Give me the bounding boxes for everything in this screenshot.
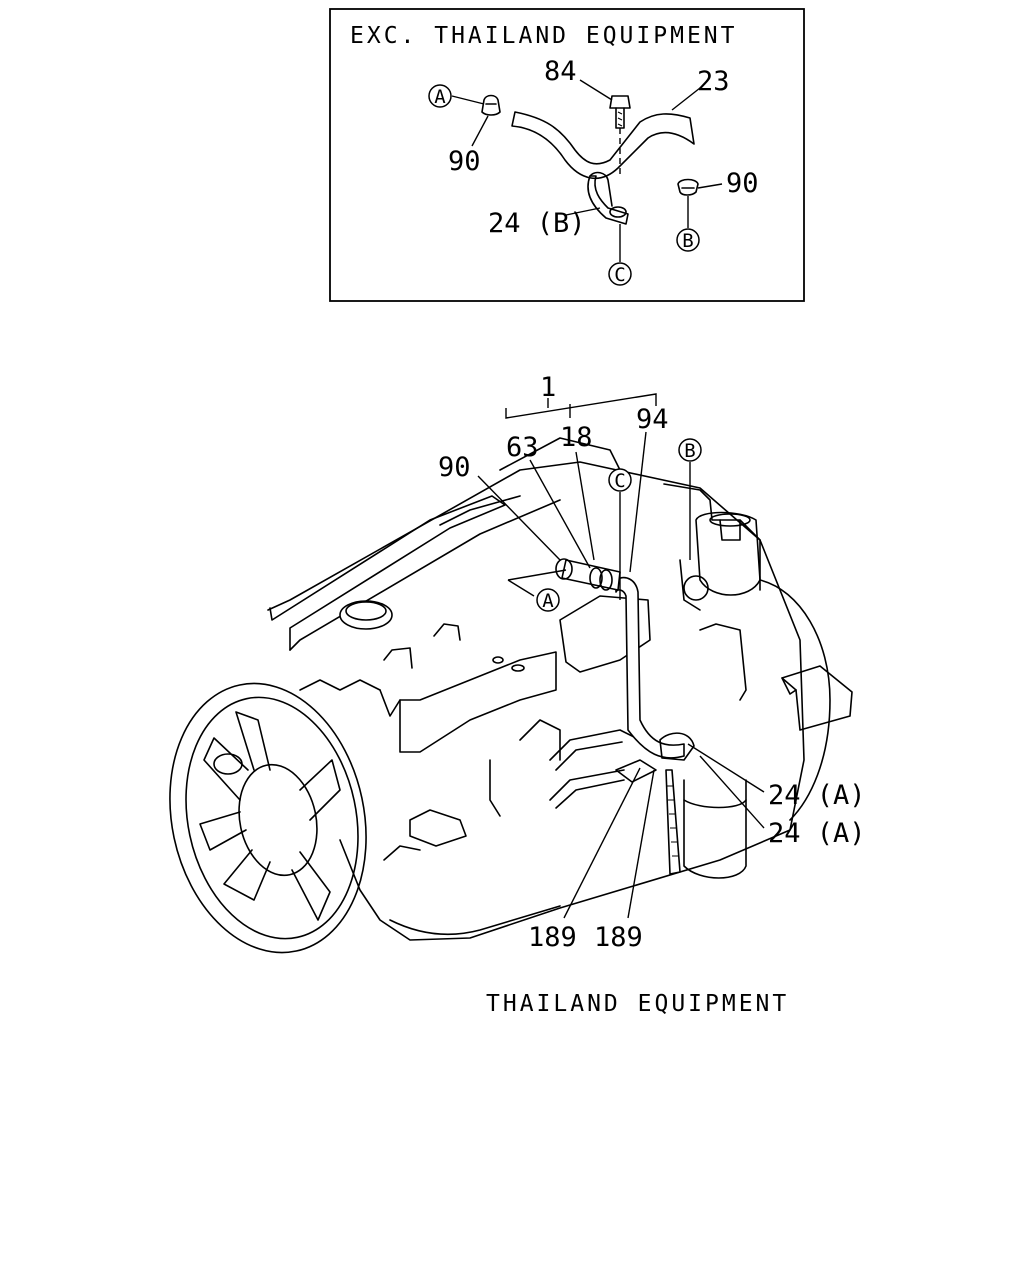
- marker-a-inset: A: [428, 84, 452, 108]
- callout-94: 94: [636, 404, 669, 435]
- main-callouts: 1 63 18 94 90 A B C 24 (A) 24 (A): [438, 372, 866, 1017]
- callout-24a-lower: 24 (A): [768, 818, 866, 849]
- marker-c-inset: C: [608, 262, 632, 286]
- inset-frame: [329, 8, 805, 302]
- bolt-84-drawing: [609, 95, 631, 176]
- hose-23-drawing: [511, 111, 695, 180]
- marker-b-main: B: [678, 438, 702, 462]
- callout-90-inset-left: 90: [448, 146, 481, 177]
- svg-text:A: A: [434, 86, 446, 108]
- callout-24a-upper: 24 (A): [768, 780, 866, 811]
- hose-clip-90-right-drawing: [677, 178, 699, 196]
- callout-24b: 24 (B): [488, 208, 586, 239]
- callout-189-right: 189: [594, 922, 643, 953]
- callout-23: 23: [697, 66, 730, 97]
- callout-63: 63: [506, 432, 539, 463]
- hose-clip-90-left-drawing: [481, 94, 501, 116]
- callout-90-main: 90: [438, 452, 471, 483]
- marker-b-inset: B: [676, 228, 700, 252]
- main-caption: THAILAND EQUIPMENT: [486, 991, 789, 1017]
- inset-panel: EXC. THAILAND EQUIPMENT: [329, 8, 805, 302]
- marker-a-main: A: [536, 588, 560, 612]
- callout-84: 84: [544, 56, 577, 87]
- callout-18: 18: [560, 422, 593, 453]
- svg-text:A: A: [542, 590, 554, 612]
- callout-90-inset-right: 90: [726, 168, 759, 199]
- svg-text:B: B: [684, 440, 695, 462]
- svg-text:B: B: [682, 230, 693, 252]
- cooling-fan: [169, 682, 367, 954]
- clamp-24b-drawing: [587, 171, 629, 225]
- engine-drawing: [169, 437, 853, 954]
- svg-text:C: C: [614, 470, 625, 492]
- callout-1: 1: [540, 372, 556, 403]
- marker-c-main: C: [608, 468, 632, 492]
- callout-189-left: 189: [528, 922, 577, 953]
- svg-text:C: C: [614, 264, 625, 286]
- inset-title: EXC. THAILAND EQUIPMENT: [350, 23, 738, 49]
